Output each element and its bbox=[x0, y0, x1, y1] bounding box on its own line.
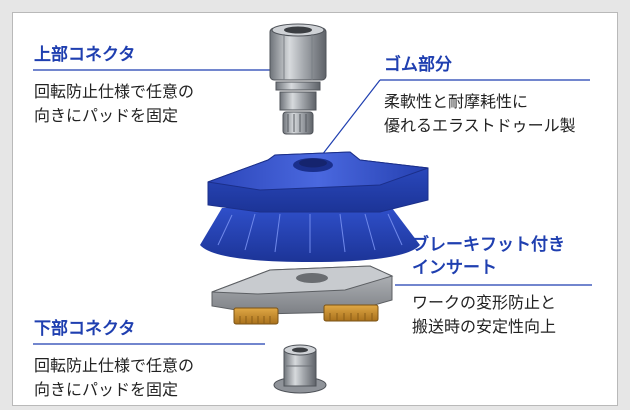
leader-lines bbox=[33, 69, 592, 345]
upper-connector-desc-line1: 回転防止仕様で任意の bbox=[34, 82, 195, 101]
brake-foot-left bbox=[233, 307, 279, 325]
brake-foot-insert-desc-line1: ワークの変形防止と bbox=[412, 293, 557, 312]
lower-connector-desc-line1: 回転防止仕様で任意の bbox=[34, 356, 195, 375]
rubber-part-title: ゴム部分 bbox=[384, 55, 452, 75]
rubber-part-desc-line1: 柔軟性と耐摩耗性に bbox=[384, 92, 529, 111]
upper-connector-graphic bbox=[269, 23, 327, 135]
brake-foot-right bbox=[323, 304, 379, 322]
lower-connector-graphic bbox=[273, 344, 327, 394]
brake-foot-insert-graphic bbox=[211, 265, 394, 325]
lower-connector-desc-line2: 向きにパッドを固定 bbox=[34, 380, 179, 399]
leader-rubber-part-diagonal bbox=[321, 79, 381, 156]
brake-foot-insert-title-line1: ブレーキフット付き bbox=[412, 235, 565, 255]
upper-connector-title: 上部コネクタ bbox=[34, 45, 136, 65]
rubber-part-graphic bbox=[200, 151, 429, 262]
upper-connector-desc-line2: 向きにパッドを固定 bbox=[34, 106, 179, 125]
lower-connector-title: 下部コネクタ bbox=[34, 319, 136, 339]
rubber-part-desc-line2: 優れるエラストドゥール製 bbox=[384, 116, 576, 135]
brake-foot-insert-title-line2: インサート bbox=[412, 258, 497, 278]
brake-foot-insert-desc-line2: 搬送時の安定性向上 bbox=[412, 317, 557, 336]
